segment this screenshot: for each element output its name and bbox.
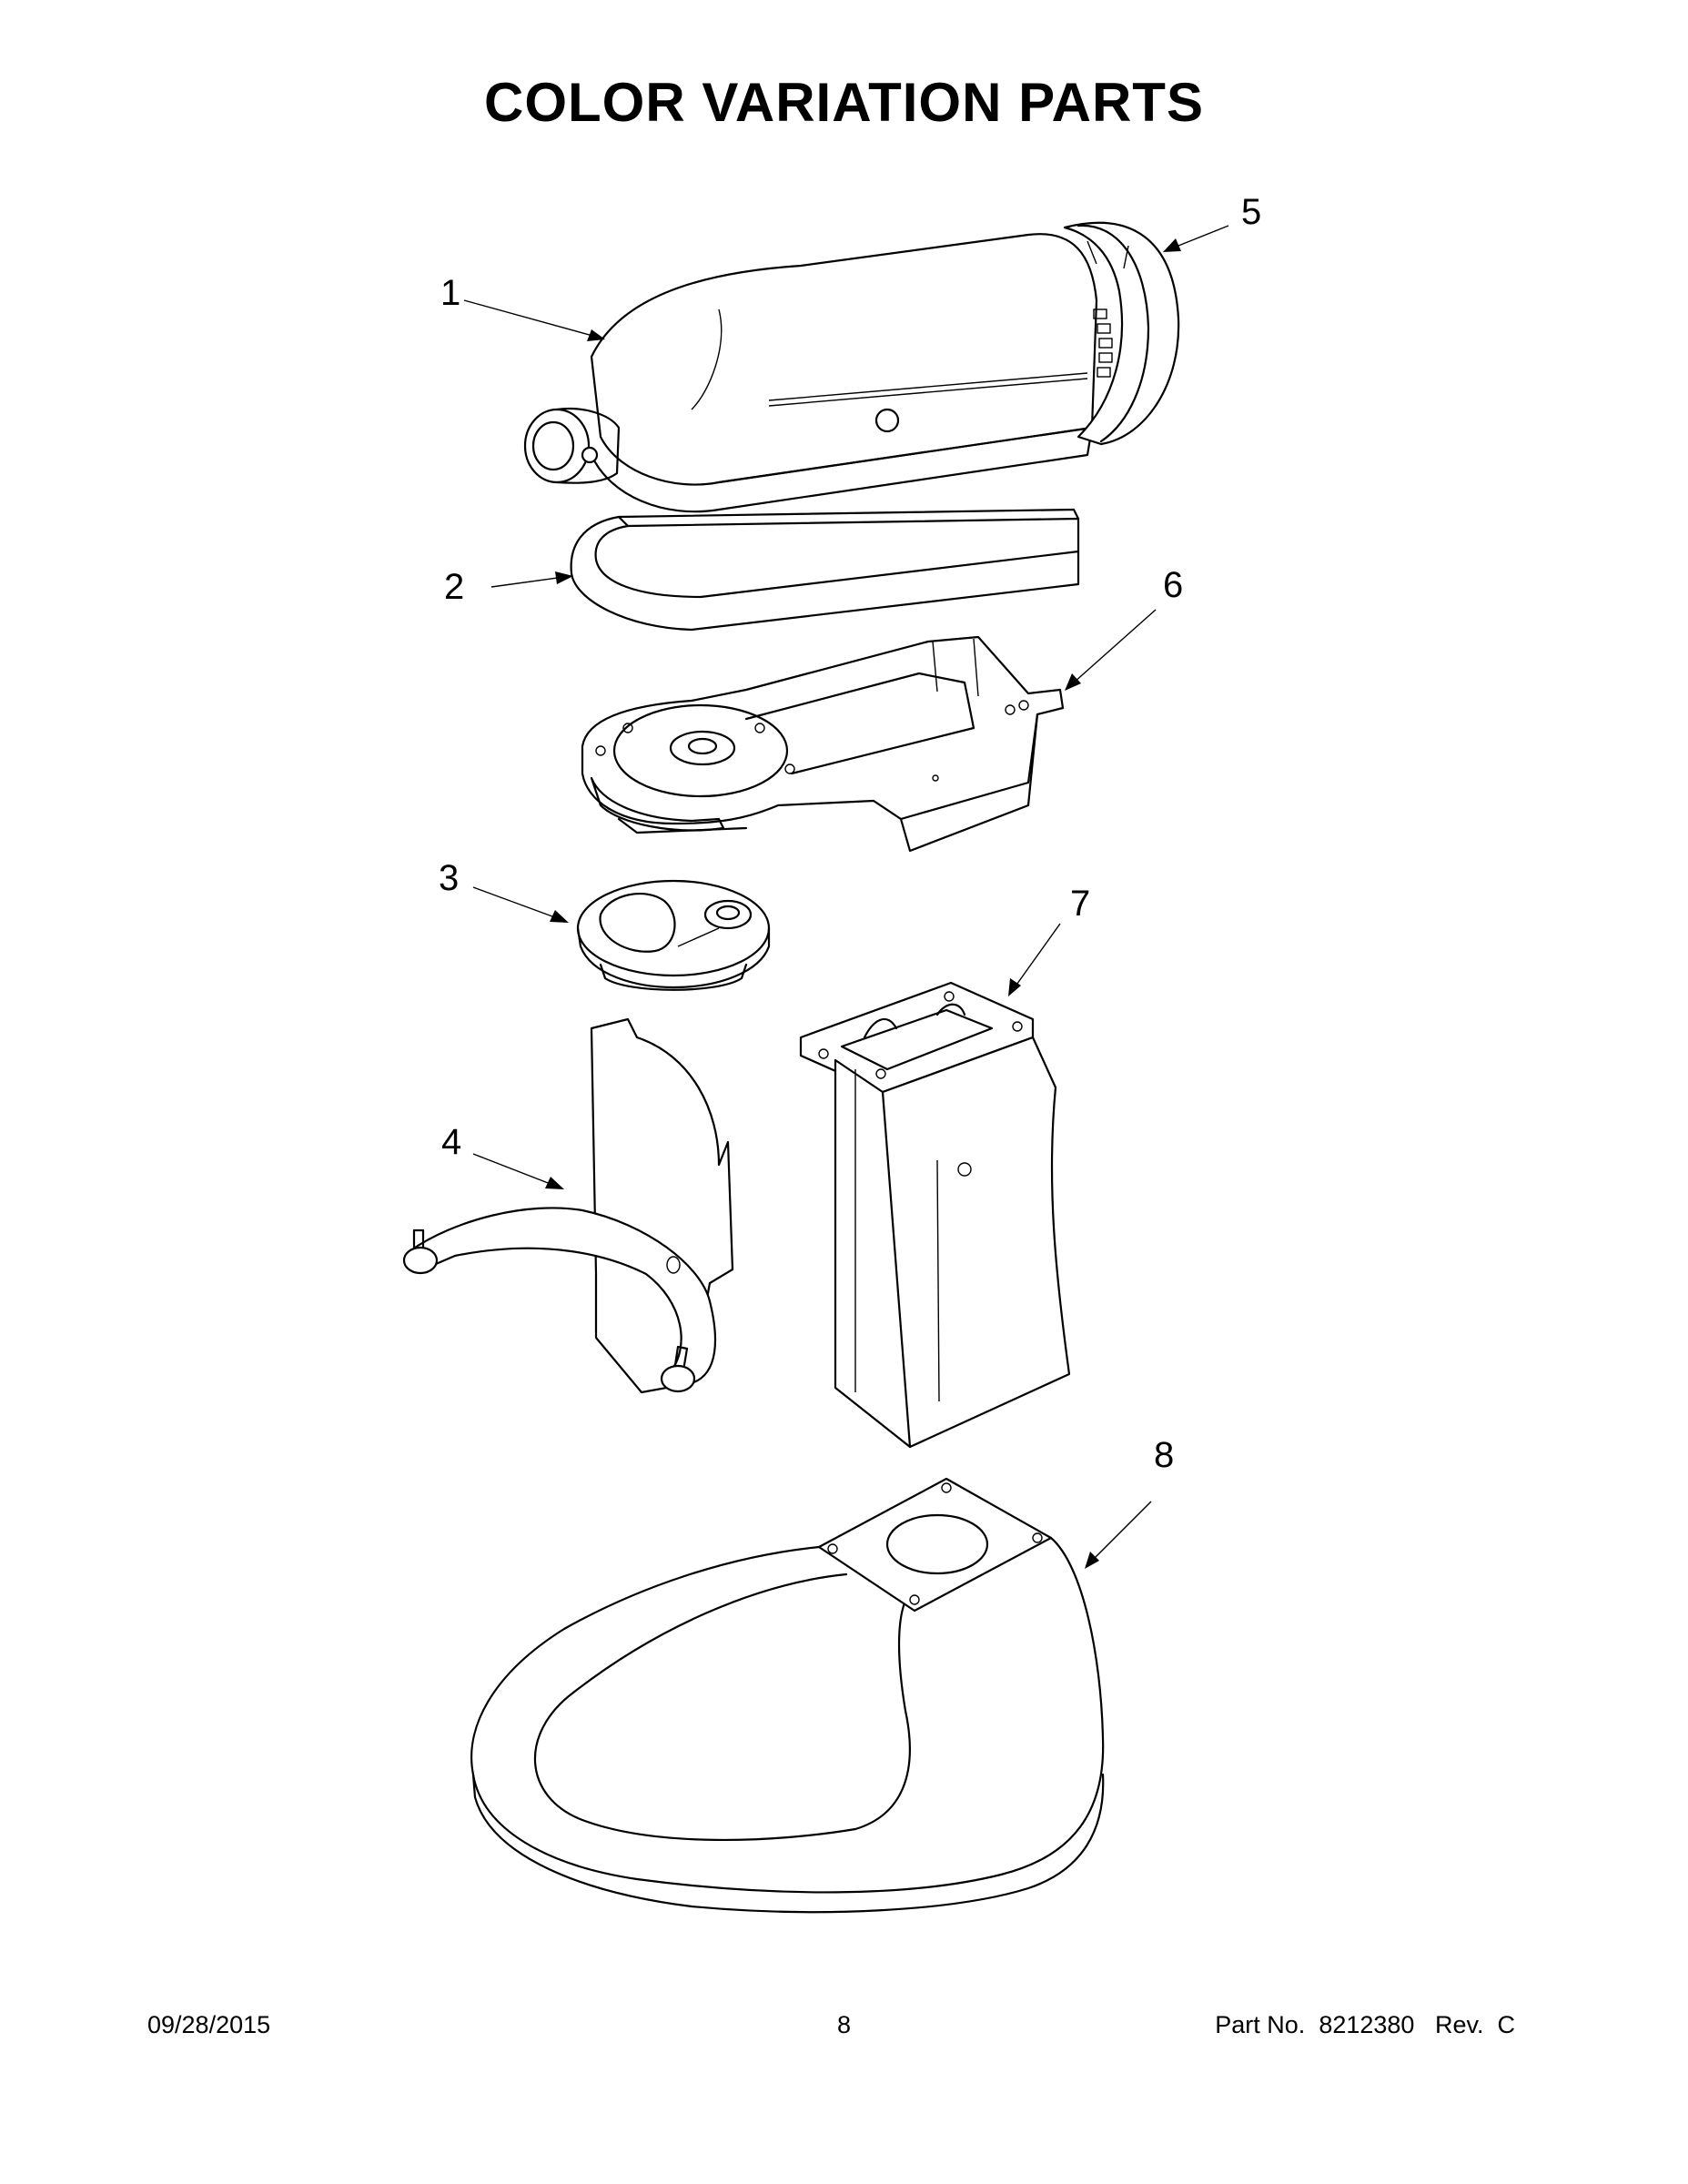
leader-line-8	[1091, 1501, 1152, 1562]
part-6-gear-housing[interactable]	[581, 635, 1065, 853]
part-4-stand-cover[interactable]	[402, 1017, 734, 1394]
page-title: COLOR VARIATION PARTS	[484, 72, 1204, 133]
callout-leaders	[463, 225, 1229, 1569]
rev-label: Rev.	[1434, 2011, 1484, 2038]
arrowhead-4	[545, 1177, 564, 1189]
footer-page-number: 8	[836, 2011, 852, 2038]
callout-number-5: 5	[1241, 192, 1261, 232]
leader-line-6	[1073, 609, 1157, 683]
callout-number-4: 4	[441, 1122, 461, 1162]
callout-number-6: 6	[1163, 565, 1183, 605]
part-2-trim-band[interactable]	[570, 508, 1080, 632]
leader-line-4	[472, 1153, 556, 1187]
footer-date: 09/28/2015	[147, 2011, 271, 2038]
leader-line-7	[1014, 923, 1061, 988]
part-7-pedestal[interactable]	[799, 981, 1071, 1449]
part-8-base[interactable]	[470, 1477, 1105, 1914]
arrowhead-7	[1008, 978, 1021, 996]
arrowhead-1	[587, 329, 605, 341]
arrowhead-3	[550, 910, 569, 923]
leader-line-3	[472, 886, 561, 920]
arrowhead-8	[1085, 1552, 1099, 1569]
callout-number-8: 8	[1154, 1435, 1174, 1475]
part-3-planetary-cap[interactable]	[576, 879, 771, 991]
part-label: Part No.	[1215, 2011, 1306, 2038]
arrowhead-6	[1065, 673, 1081, 691]
arrowhead-5	[1163, 238, 1181, 252]
callout-number-1: 1	[440, 273, 460, 313]
part-number: 8212380	[1319, 2011, 1415, 2038]
callout-number-7: 7	[1070, 884, 1090, 924]
leader-line-1	[463, 299, 597, 338]
leader-line-5	[1173, 225, 1229, 248]
part-5-rear-cover[interactable]	[1063, 221, 1180, 446]
rev-value: C	[1497, 2011, 1516, 2038]
leader-line-2	[490, 576, 565, 588]
part-1-motor-housing[interactable]	[523, 233, 1098, 513]
callout-number-3: 3	[439, 858, 459, 898]
callout-number-2: 2	[444, 567, 464, 607]
footer-part-number: Part No. 8212380 Rev. C	[1215, 2011, 1515, 2039]
arrowhead-2	[555, 571, 573, 584]
